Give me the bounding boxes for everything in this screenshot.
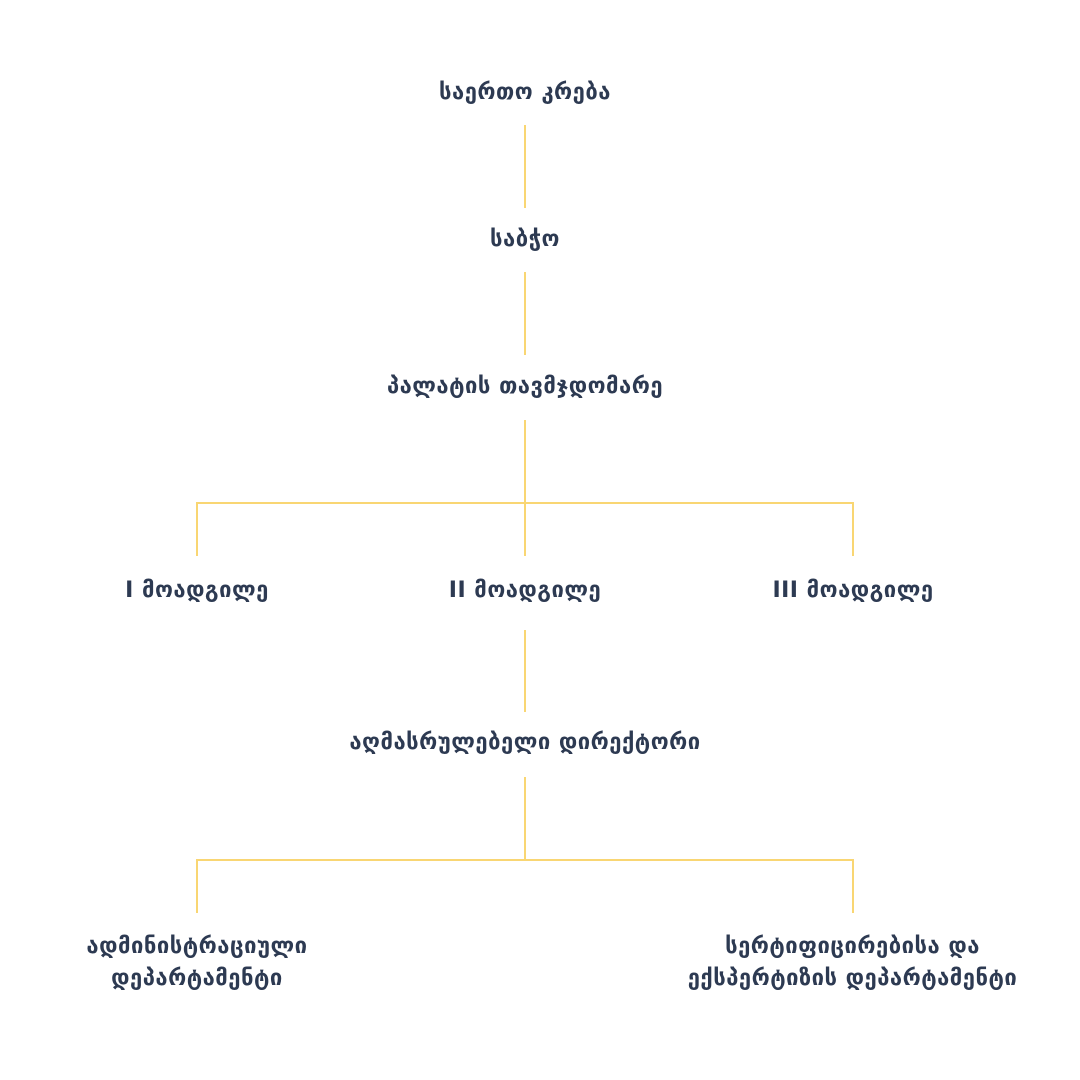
- admin-department-label: ადმინისტრაციული დეპარტამენტი: [0, 931, 394, 995]
- deputy-1-label: I მოადგილე: [125, 578, 269, 603]
- certification-department-line-2: ექსპერტიზის დეპარტამენტი: [687, 966, 1018, 991]
- council-label: საბჭო: [490, 227, 560, 252]
- executive-director-label: აღმასრულებელი დირექტორი: [349, 730, 701, 755]
- deputy-3-label: III მოადგილე: [772, 578, 934, 603]
- connector-departments-bracket: [196, 859, 854, 913]
- chamber-chairman-label: პალატის თავმჯდომარე: [386, 374, 664, 399]
- certification-department-line-1: სერტიფიცირებისა და: [725, 934, 980, 959]
- deputy-2-label: II მოადგილე: [448, 578, 602, 603]
- certification-department-label: სერტიფიცირებისა და ექსპერტიზის დეპარტამე…: [645, 931, 1060, 995]
- general-assembly-label: საერთო კრება: [439, 80, 611, 105]
- admin-department-line-1: ადმინისტრაციული: [86, 934, 308, 959]
- admin-department-line-2: დეპარტამენტი: [111, 966, 283, 991]
